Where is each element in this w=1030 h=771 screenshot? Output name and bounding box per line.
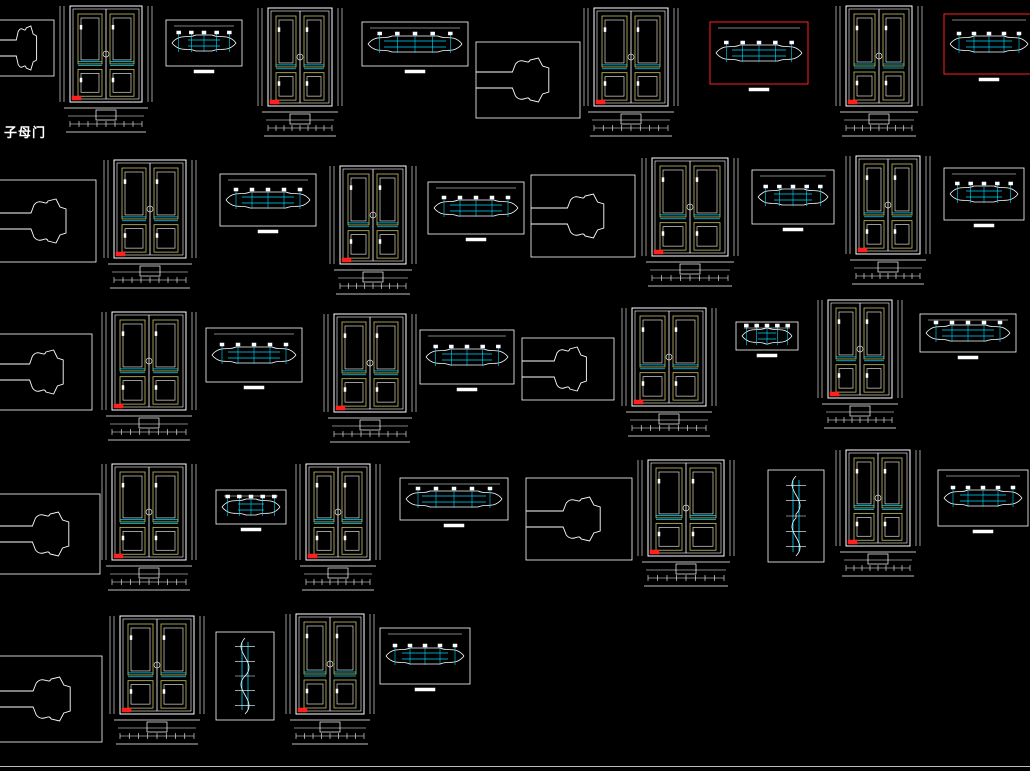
door-elevation-r4-4 — [835, 449, 921, 577]
drawing-title: 子母门 — [4, 126, 47, 141]
door-elevation-r5-2 — [285, 613, 375, 745]
door-elevation-r3-3 — [621, 307, 717, 437]
section-detail-r2-4 — [943, 167, 1025, 228]
molding-profile-r4-a — [0, 493, 101, 575]
section-detail-r3-3 — [735, 321, 799, 358]
molding-profile-r4-b — [525, 477, 633, 561]
molding-profile-r5-a — [0, 655, 103, 743]
door-elevation-r2-2 — [329, 165, 417, 295]
door-elevation-r3-4 — [817, 299, 903, 429]
section-detail-r2-2 — [427, 181, 525, 242]
section-detail-r4-2 — [399, 477, 509, 528]
molding-profile-r3-b — [521, 337, 615, 401]
section-detail-r3-4 — [919, 313, 1017, 360]
door-elevation-r4-3 — [637, 459, 735, 587]
section-detail-r1-2 — [361, 21, 469, 74]
door-elevation-r2-3 — [641, 157, 739, 287]
door-elevation-r2-1 — [103, 159, 197, 289]
vertical-section-r4-1 — [767, 469, 825, 563]
door-elevation-r5-1 — [109, 615, 205, 745]
section-detail-r3-1 — [205, 327, 303, 390]
molding-profile-r3-a — [0, 333, 93, 411]
section-detail-r3-2 — [419, 329, 515, 392]
door-elevation-r4-1 — [101, 463, 197, 591]
molding-profile-r1-b — [475, 41, 581, 119]
door-elevation-r3-2 — [323, 313, 417, 443]
door-elevation-r2-4 — [845, 155, 931, 285]
section-detail-r1-4 — [943, 13, 1030, 82]
section-detail-r2-1 — [219, 173, 317, 234]
door-elevation-r1-3 — [583, 7, 679, 137]
door-elevation-r1-4 — [835, 5, 923, 137]
vertical-section-r5-1 — [215, 631, 275, 721]
door-elevation-r3-1 — [101, 311, 197, 441]
section-detail-r4-1 — [215, 489, 287, 532]
section-detail-r1-1 — [165, 19, 243, 74]
section-detail-r5-1 — [379, 627, 471, 692]
section-detail-r2-3 — [751, 169, 835, 232]
section-detail-r4-3 — [937, 469, 1029, 534]
door-elevation-r1-2 — [257, 7, 343, 137]
molding-profile-r2-a — [0, 179, 97, 263]
molding-profile-r1-a — [0, 19, 55, 77]
door-elevation-r4-2 — [295, 463, 381, 591]
molding-profile-r2-b — [530, 174, 636, 258]
section-detail-r1-3 — [709, 21, 809, 92]
door-elevation-r1-1 — [59, 5, 153, 133]
model-space-border — [0, 766, 1030, 767]
